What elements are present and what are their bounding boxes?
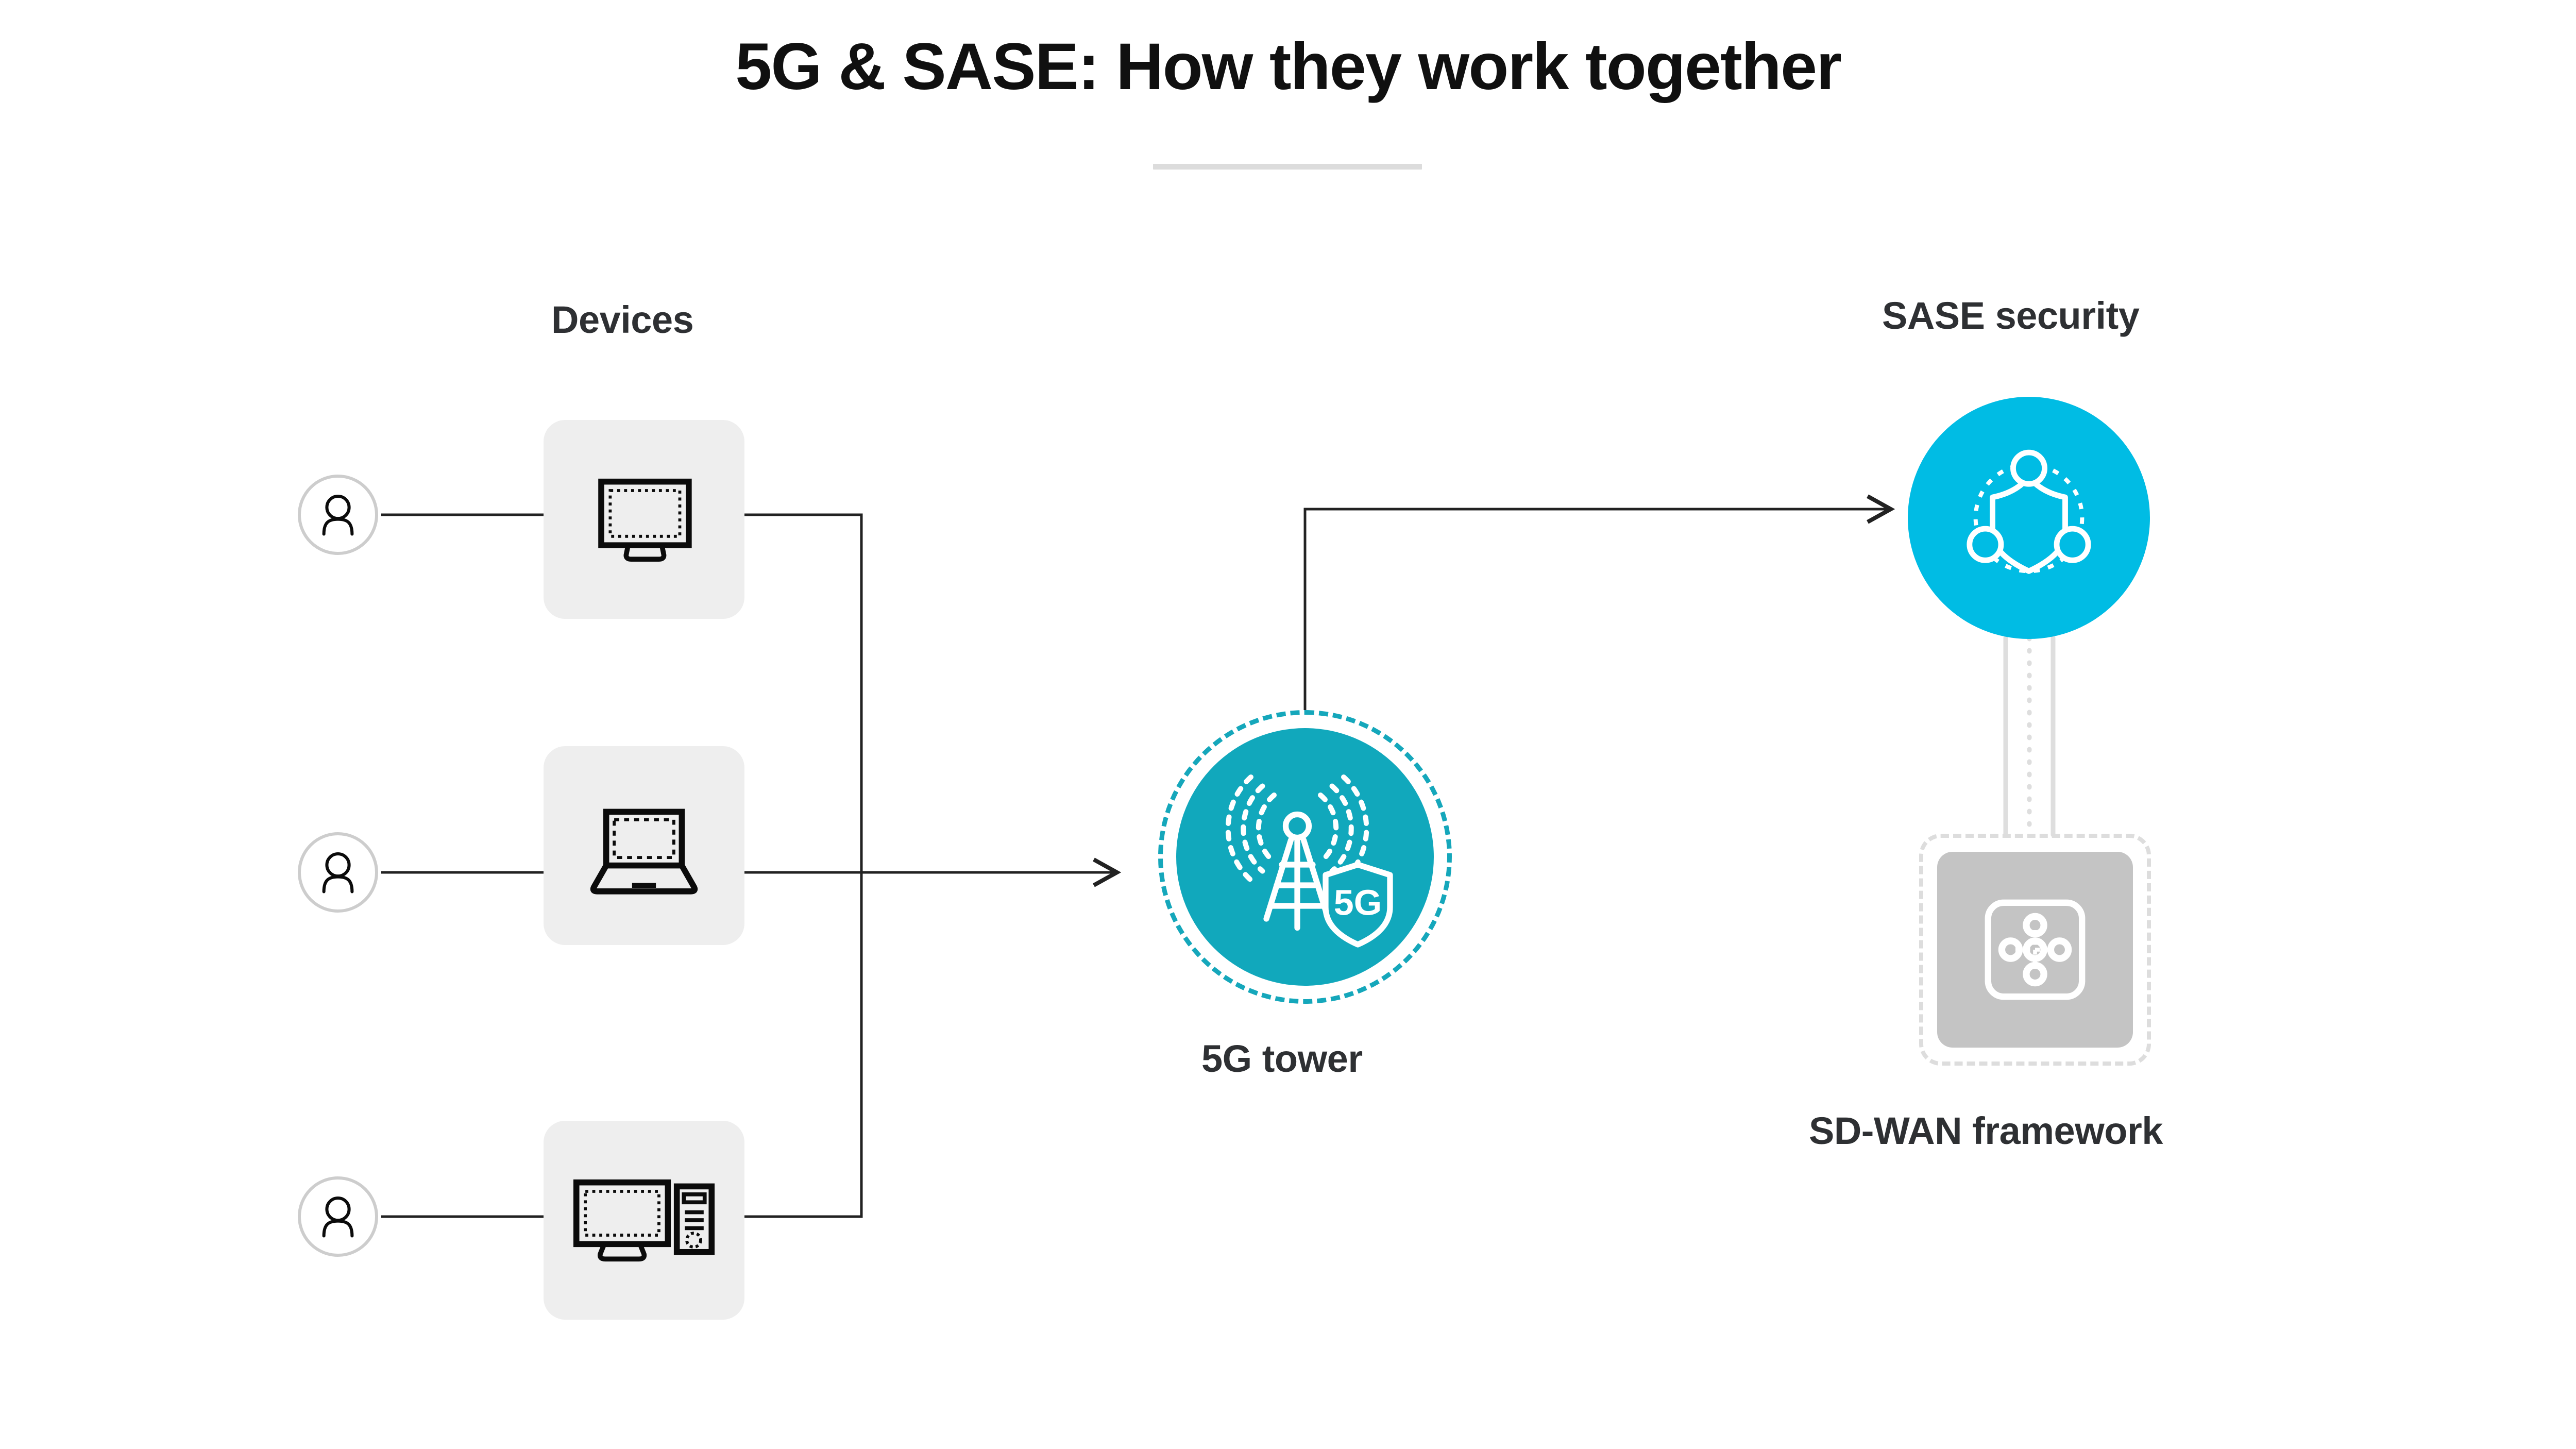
node-sdwan-framework[interactable] xyxy=(1919,834,2151,1066)
sdwan-dashed-frame xyxy=(1919,834,2151,1066)
sase-shield-network-icon xyxy=(1967,449,2091,574)
node-label-sase-security: SASE security xyxy=(1882,294,2140,337)
group-label-devices: Devices xyxy=(551,298,694,341)
page-title: 5G & SASE: How they work together xyxy=(735,30,1842,104)
person-device-links xyxy=(381,513,544,1218)
node-label-5g-tower: 5G tower xyxy=(1201,1037,1363,1080)
devices-to-tower-link xyxy=(744,513,1122,1218)
5g-tower-icon: 5G xyxy=(1225,774,1393,948)
device-tile-desktop xyxy=(544,1121,744,1320)
person-avatar-icon xyxy=(298,1176,378,1257)
node-sase-security[interactable] xyxy=(1908,397,2150,639)
node-5g-tower[interactable]: 5G xyxy=(1158,710,1452,1004)
tower-disc xyxy=(1176,728,1434,986)
sdwan-network-nodes-icon xyxy=(1985,899,2086,1000)
node-label-sdwan-framework: SD-WAN framework xyxy=(1809,1109,2163,1152)
device-tile-monitor xyxy=(544,420,744,619)
person-avatar-icon xyxy=(298,832,378,913)
tower-dashed-ring xyxy=(1158,710,1452,1004)
device-tile-laptop xyxy=(544,746,744,945)
laptop-icon xyxy=(590,808,698,895)
title-divider xyxy=(1153,164,1422,170)
monitor-icon xyxy=(598,478,692,562)
sase-to-sdwan-link xyxy=(2003,635,2056,837)
5g-badge-label: 5G xyxy=(1334,883,1382,923)
desktop-computer-icon xyxy=(573,1179,715,1262)
tower-to-sase-link xyxy=(1303,494,1895,710)
person-avatar-icon xyxy=(298,475,378,555)
